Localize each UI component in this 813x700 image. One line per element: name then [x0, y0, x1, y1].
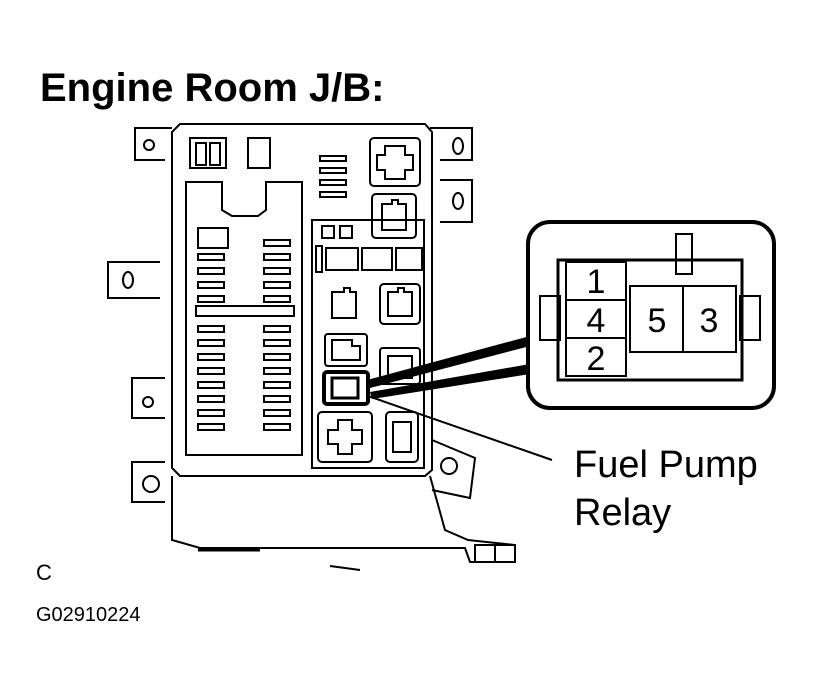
pin-4-label: 4	[587, 302, 606, 340]
pin-3-label: 3	[700, 302, 719, 340]
view-letter: C	[36, 560, 52, 585]
connector-pin-labels: 1 4 2 5 3	[587, 263, 719, 378]
mounting-tabs	[107, 127, 477, 503]
pin-1-label: 1	[587, 263, 606, 301]
fuel-pump-relay-label-line2: Relay	[574, 492, 672, 534]
top-fuse-slots	[189, 137, 271, 169]
junction-box-housing	[171, 123, 516, 571]
fuse-block	[185, 181, 303, 456]
diagram-title: Engine Room J/B:	[40, 66, 385, 110]
relay-compartment	[311, 219, 425, 469]
connector-inset	[526, 220, 776, 410]
figure-code: G02910224	[36, 604, 141, 626]
fuel-pump-relay-label-line1: Fuel Pump	[574, 444, 758, 486]
top-relay-sockets	[369, 137, 421, 239]
pin-2-label: 2	[587, 340, 606, 378]
pin-5-label: 5	[648, 302, 667, 340]
leader-lines	[367, 336, 553, 461]
vent-slots	[319, 155, 347, 198]
